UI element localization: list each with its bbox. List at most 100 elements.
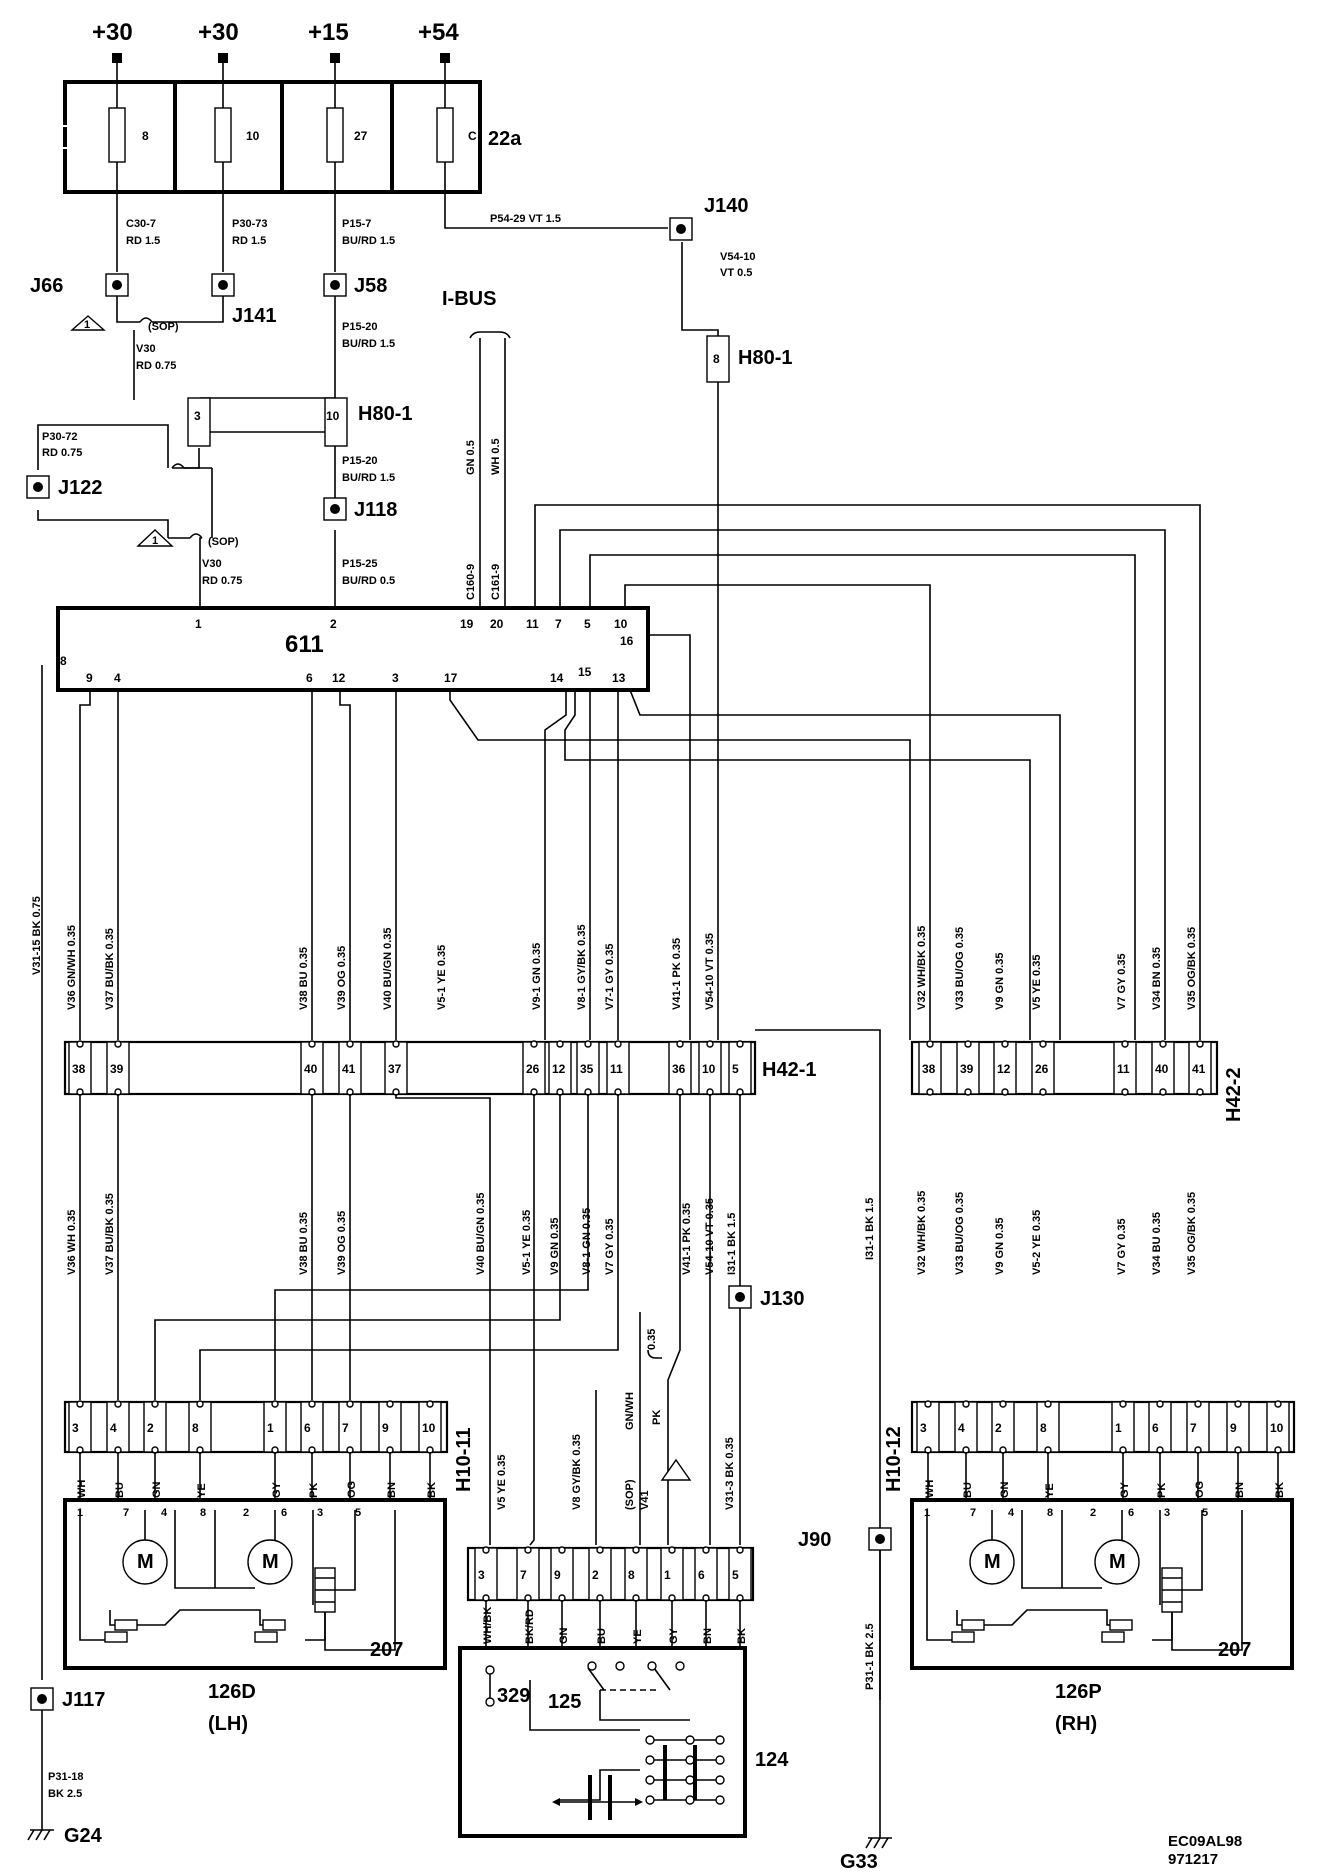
lh-color-5: GY <box>271 1481 283 1498</box>
switch-contact <box>715 1775 725 1785</box>
ecu-pin-7: 7 <box>555 617 562 631</box>
h42-1-pin-12: 5 <box>732 1062 739 1076</box>
motor-m-label: M <box>137 1551 154 1573</box>
lh-color-3: GN <box>151 1481 163 1498</box>
mirror-rh-pin-label-4: 8 <box>1047 1507 1053 1519</box>
wire-label-p15-7: P15-7 <box>342 218 371 230</box>
ground-g33: G33 <box>840 1550 892 1872</box>
potentiometer-icon <box>114 1619 138 1631</box>
h10-11-pin-9: 10 <box>422 1421 436 1435</box>
upper-rh-label-2: V33 BU/OG 0.35 <box>954 927 966 1010</box>
switch-color-8: BK <box>736 1628 748 1644</box>
switch-conn-pin-top <box>524 1546 532 1554</box>
h42-2-pin-4: 26 <box>1035 1062 1049 1076</box>
switch-conn-pin-7: 6 <box>698 1568 705 1582</box>
h10-12-pin-top <box>1156 1400 1164 1408</box>
motor-m-label: M <box>984 1551 1001 1573</box>
resistor-icon <box>254 1631 278 1643</box>
ecu-pin-19: 19 <box>460 617 474 631</box>
switch-conn-pin-5: 8 <box>628 1568 635 1582</box>
h42-1-pin-2: 39 <box>110 1062 124 1076</box>
wire-label-v30-a-spec: RD 0.75 <box>136 360 176 372</box>
ground-g24-label: G24 <box>64 1825 103 1847</box>
ecu-pin-16: 16 <box>620 634 634 648</box>
mirror-lh-id: 207 <box>370 1639 403 1661</box>
h42-2-pin-bottom <box>1001 1088 1009 1096</box>
h42-2-pin-bottom <box>964 1088 972 1096</box>
motor-m-label: M <box>262 1551 279 1573</box>
upper-lh-label-2: V37 BU/BK 0.35 <box>104 928 116 1010</box>
lh-color-2: BU <box>114 1482 126 1498</box>
lh-color-6: PK <box>308 1483 320 1498</box>
mirror-rh-pin-label-7: 3 <box>1164 1507 1170 1519</box>
junction-j122: J122 <box>26 475 103 499</box>
h10-11-pin-top <box>196 1400 204 1408</box>
mirror-rh-id: 207 <box>1218 1639 1251 1661</box>
wire-label-p30-73: P30-73 <box>232 218 267 230</box>
lower-rh-label-1: V32 WH/BK 0.35 <box>916 1191 928 1275</box>
switch-329-label: 329 <box>497 1685 530 1707</box>
h42-1-pin-top <box>584 1040 592 1048</box>
h42-1-pin-top <box>76 1040 84 1048</box>
motor-m-label: M <box>1109 1551 1126 1573</box>
h10-11-pin-3: 2 <box>147 1421 154 1435</box>
junction-j66: J66 <box>30 273 129 297</box>
h10-12-pin-4: 8 <box>1040 1421 1047 1435</box>
h42-1-pin-top <box>736 1040 744 1048</box>
upper-lh-label-10: V41-1 PK 0.35 <box>671 938 683 1010</box>
mirror-wire <box>1171 1510 1243 1651</box>
mirror-wire <box>79 1510 105 1641</box>
switch-color-3: GN <box>558 1627 570 1644</box>
switch-contact <box>685 1775 695 1785</box>
ecu-611: 611 1 2 19 20 11 7 5 10 16 8 9 4 6 12 3 … <box>56 606 650 692</box>
h10-11-pin-2: 4 <box>110 1421 117 1435</box>
rh-color-3: GN <box>999 1481 1011 1498</box>
h42-2-pin-top <box>1159 1040 1167 1048</box>
mid-label-sop: (SOP) <box>624 1479 636 1510</box>
switch-color-6: GY <box>668 1627 680 1644</box>
h10-11-pin-4: 8 <box>192 1421 199 1435</box>
resistor-icon <box>1101 1631 1125 1643</box>
h10-12-pin-8: 9 <box>1230 1421 1237 1435</box>
lower-rh-label-2: V33 BU/OG 0.35 <box>954 1192 966 1275</box>
rh-color-7: OG <box>1194 1481 1206 1498</box>
wire-label-ibus-wh: WH 0.5 <box>490 438 502 475</box>
h10-12-pin-3: 2 <box>995 1421 1002 1435</box>
switch-conn-pin-1: 3 <box>478 1568 485 1582</box>
switch-wire <box>560 1769 640 1801</box>
switch-contact <box>685 1795 695 1805</box>
supply-label-4: +54 <box>418 19 459 46</box>
fuse-number-4: C <box>468 129 477 143</box>
h42-2-pin-bottom <box>926 1088 934 1096</box>
h42-1-pin-top <box>556 1040 564 1048</box>
wire-label-p15-25: P15-25 <box>342 558 377 570</box>
j141-label: J141 <box>232 305 277 327</box>
wire-label-v30-b: V30 <box>202 558 222 570</box>
wire-label-p15-20-a-spec: BU/RD 1.5 <box>342 338 395 350</box>
wire-label-p15-20-b: P15-20 <box>342 455 377 467</box>
wire-label-p15-20-b-spec: BU/RD 1.5 <box>342 472 395 484</box>
ecu-lower-wires <box>41 665 1061 1680</box>
switch-color-4: BU <box>596 1628 608 1644</box>
lower-lh-label-6: V5-1 YE 0.35 <box>521 1210 533 1275</box>
switch-contact <box>685 1755 695 1765</box>
fuse-c: +54 C <box>418 19 477 163</box>
h42-1-pin-10: 36 <box>672 1062 686 1076</box>
mirror-rh-side: (RH) <box>1055 1713 1097 1735</box>
mirror-rh-name: 126P <box>1055 1681 1102 1703</box>
mirror-wire <box>1021 1510 1102 1589</box>
h42-1-pin-11: 10 <box>702 1062 716 1076</box>
upper-rh-label-3: V9 GN 0.35 <box>994 953 1006 1010</box>
h42-2-label: H42-2 <box>1223 1068 1245 1122</box>
switch-conn-pin-top <box>558 1546 566 1554</box>
h42-1-pin-top <box>530 1040 538 1048</box>
switch-contact <box>715 1755 725 1765</box>
mirror-wire <box>956 1609 1127 1626</box>
resistor-icon <box>951 1631 975 1643</box>
motor-icon <box>1094 1539 1140 1585</box>
wire-label-p31-18-spec: BK 2.5 <box>48 1788 82 1800</box>
mid-label-v41: V41 <box>639 1490 651 1510</box>
